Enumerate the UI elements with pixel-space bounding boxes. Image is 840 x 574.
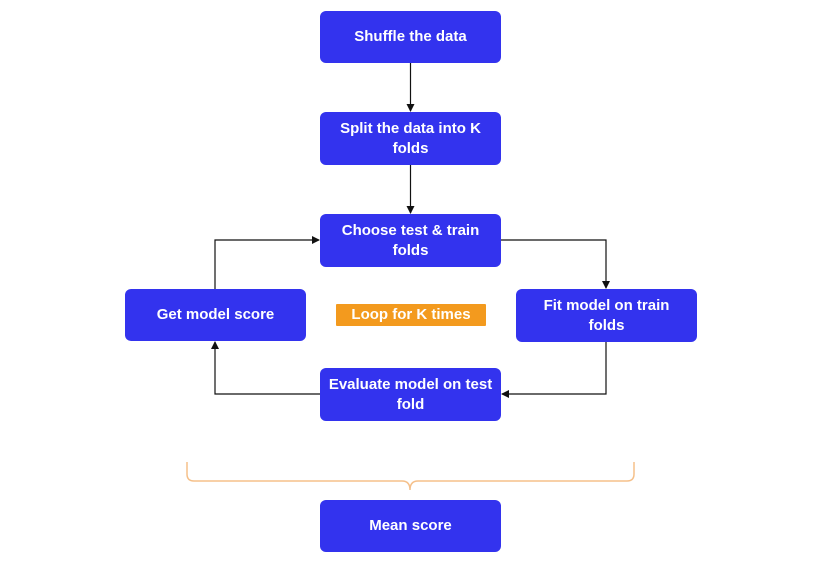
mean-score-label: Mean score	[369, 517, 452, 534]
choose-folds-label: Choose test & train folds	[341, 221, 480, 259]
fit-model-label: Fit model on train folds	[543, 296, 670, 334]
arrow-evaluate-to-get-score	[211, 341, 320, 395]
mean-score-node: Mean score	[320, 500, 501, 552]
loop-label: Loop for K times	[336, 304, 486, 326]
choose-folds-node: Choose test & train folds	[320, 214, 501, 267]
get-model-score-label: Get model score	[156, 306, 275, 323]
arrow-get-score-to-choose	[214, 236, 320, 289]
summary-brace	[186, 462, 635, 491]
get-model-score-node: Get model score	[125, 289, 306, 341]
fit-model-node: Fit model on train folds	[516, 289, 697, 342]
shuffle-data-label: Shuffle the data	[354, 28, 467, 45]
arrow-fit-to-evaluate	[501, 342, 607, 398]
evaluate-model-node: Evaluate model on test fold	[320, 368, 501, 421]
evaluate-model-label: Evaluate model on test fold	[328, 375, 493, 413]
arrow-choose-to-fit	[501, 239, 610, 289]
shuffle-data-node: Shuffle the data	[320, 11, 501, 63]
split-folds-node: Split the data into K folds	[320, 112, 501, 165]
split-folds-label: Split the data into K folds	[340, 119, 481, 157]
